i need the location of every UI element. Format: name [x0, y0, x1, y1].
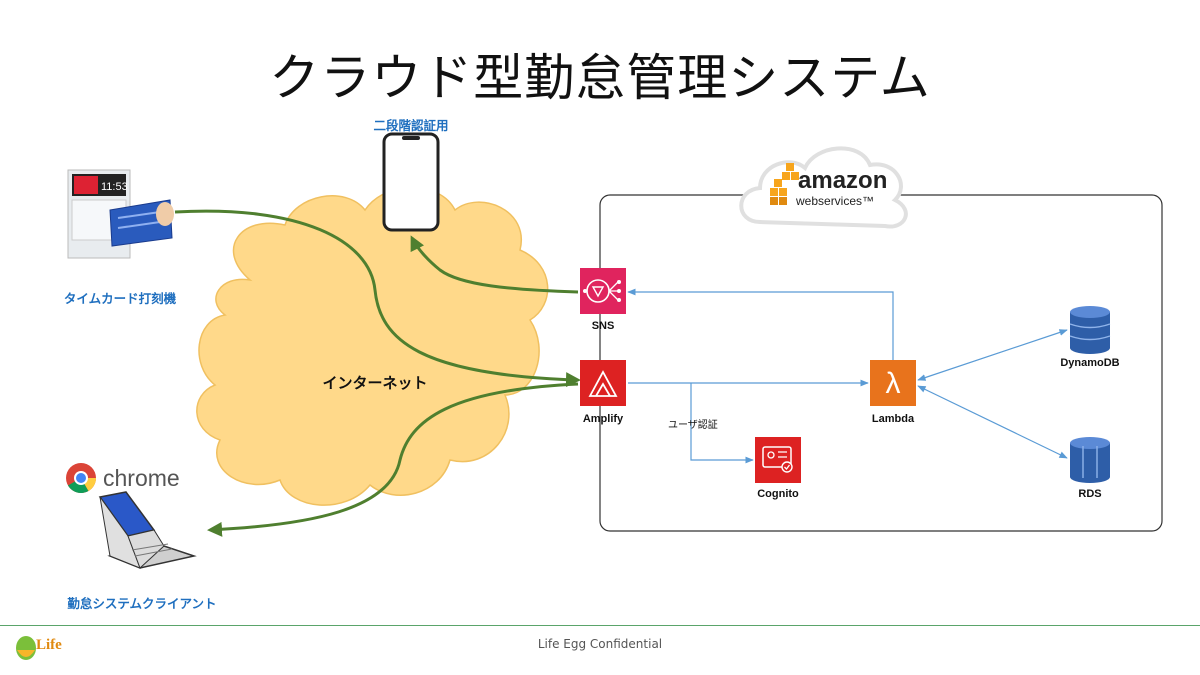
- amplify-icon: [580, 360, 626, 406]
- aws-logo-sub: webservices™: [796, 194, 875, 208]
- svg-text:11:53: 11:53: [101, 181, 128, 193]
- sns-icon: [580, 268, 626, 314]
- lambda-icon: λ: [870, 360, 916, 406]
- life-egg-logo-icon: [16, 636, 36, 660]
- timecard-label: タイムカード打刻機: [63, 291, 177, 306]
- link-lambda-rds: [917, 385, 1068, 459]
- user-auth-label: ユーザ認証: [668, 420, 718, 431]
- aws-cloud: [739, 146, 908, 229]
- amplify-label: Amplify: [582, 413, 624, 425]
- aws-logo-main: amazon: [798, 167, 888, 194]
- cognito-label: Cognito: [757, 488, 799, 500]
- timecard-machine-icon: 11:53: [67, 169, 174, 259]
- footer-logo-text: Life: [36, 637, 62, 653]
- rds-icon: [1070, 437, 1110, 483]
- link-lambda-dynamodb: [917, 329, 1068, 381]
- footer-divider: [0, 625, 1200, 626]
- smartphone-icon: [382, 132, 440, 232]
- lambda-label: Lambda: [871, 413, 915, 425]
- laptop-icon: [98, 491, 197, 569]
- cognito-icon: [755, 437, 801, 483]
- dynamodb-label: DynamoDB: [1060, 357, 1120, 369]
- rds-label: RDS: [1078, 488, 1102, 500]
- chrome-label: chrome: [103, 465, 180, 491]
- flow-amplify-to-client: [207, 382, 579, 537]
- sns-label: SNS: [591, 320, 615, 332]
- link-lambda-to-sns: [627, 288, 894, 360]
- two-factor-label: 二段階認証用: [373, 118, 449, 133]
- svg-text:λ: λ: [886, 367, 901, 400]
- link-amplify-to-cognito: [690, 383, 754, 464]
- client-label: 勤怠システムクライアント: [67, 596, 217, 611]
- page-title: クラウド型勤怠管理システム: [269, 49, 931, 107]
- flow-timecard-to-amplify: [174, 209, 581, 388]
- chrome-logo-icon: [66, 463, 96, 494]
- internet-cloud: [196, 186, 549, 506]
- aws-logo-icon: [770, 163, 799, 205]
- flow-sns-to-phone: [410, 235, 579, 294]
- footer-confidential: Life Egg Confidential: [537, 637, 663, 651]
- dynamodb-icon: [1069, 306, 1111, 354]
- internet-label: インターネット: [322, 374, 428, 392]
